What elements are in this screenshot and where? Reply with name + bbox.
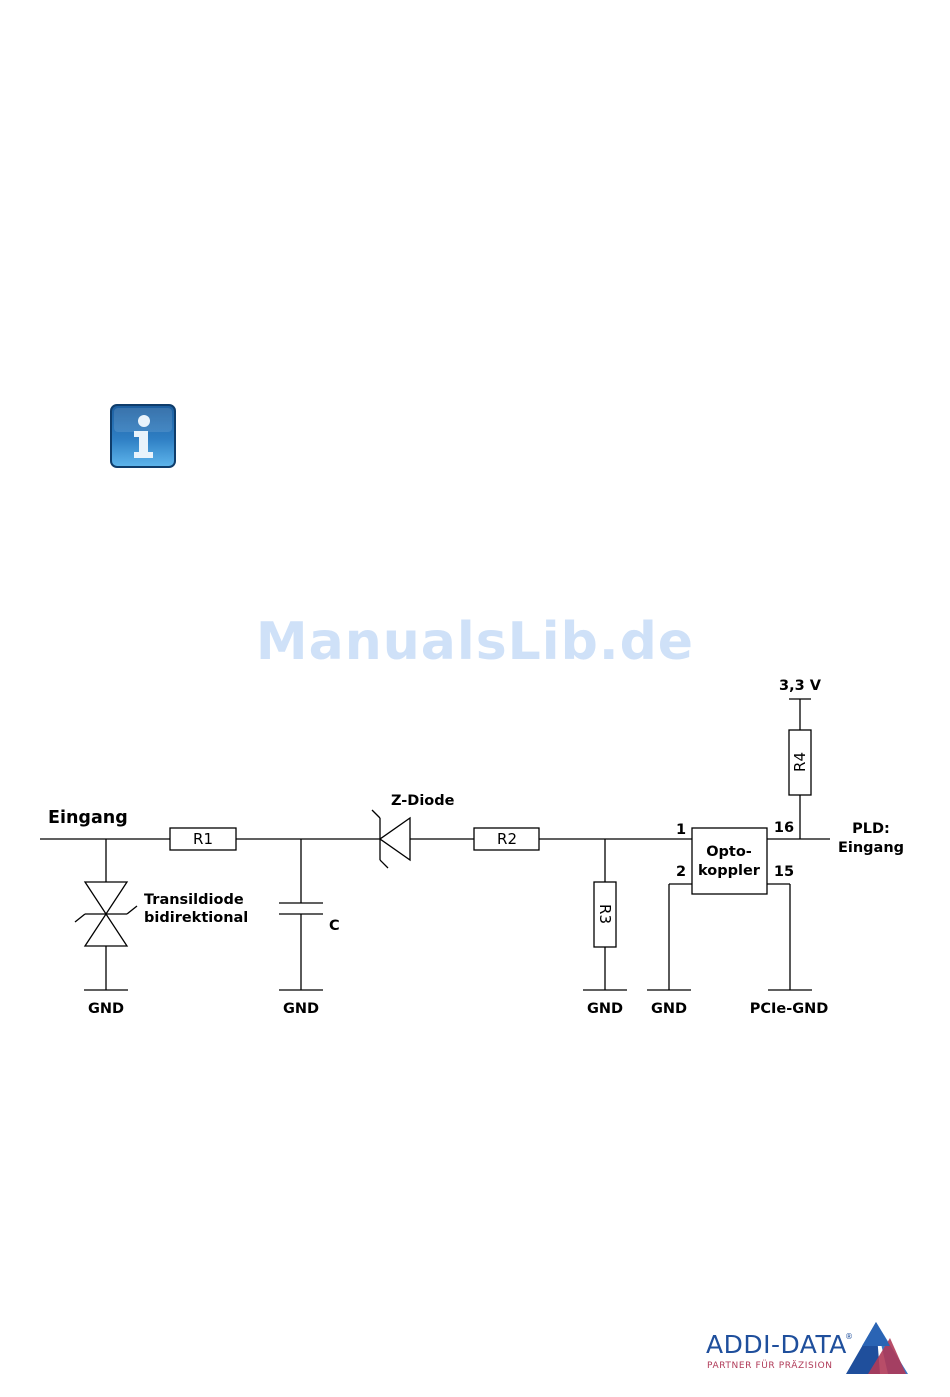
pin-16-label: 16	[774, 820, 794, 836]
output-label-line2: Eingang	[838, 840, 904, 856]
opto-label-line1: Opto-	[706, 844, 752, 860]
opto-label-line2: koppler	[698, 863, 761, 879]
gnd-label: GND	[283, 1001, 319, 1017]
logo-name: ADDI-DATA	[706, 1330, 847, 1359]
r4-label: R4	[791, 752, 809, 772]
capacitor-label: C	[329, 918, 340, 934]
addi-data-logo: ADDI-DATA ® PARTNER FÜR PRÄZISION	[706, 1320, 916, 1380]
input-label: Eingang	[48, 808, 128, 828]
pin-2-label: 2	[676, 864, 686, 880]
r1-label: R1	[193, 830, 213, 848]
r3-label: R3	[596, 904, 614, 924]
gnd-label: GND	[88, 1001, 124, 1017]
output-label-line1: PLD:	[852, 821, 890, 837]
pin-1-label: 1	[676, 822, 686, 838]
tvs-label-line2: bidirektional	[144, 910, 248, 926]
logo-triangle-icon	[840, 1320, 912, 1376]
tvs-label-line1: Transildiode	[144, 892, 244, 908]
r2-label: R2	[497, 830, 517, 848]
optocoupler-box	[692, 828, 767, 894]
pcie-gnd-label: PCIe-GND	[750, 1001, 829, 1017]
supply-label: 3,3 V	[779, 678, 822, 694]
gnd-label: GND	[651, 1001, 687, 1017]
gnd-label: GND	[587, 1001, 623, 1017]
logo-tagline: PARTNER FÜR PRÄZISION	[707, 1361, 833, 1371]
pin-15-label: 15	[774, 864, 794, 880]
zdiode-label: Z-Diode	[391, 793, 455, 809]
